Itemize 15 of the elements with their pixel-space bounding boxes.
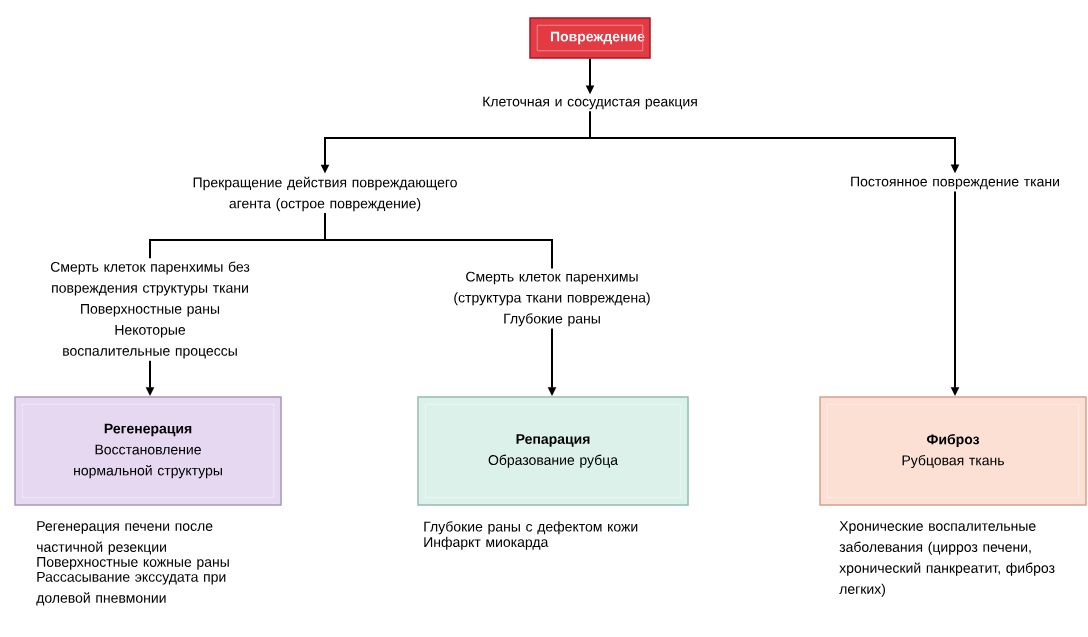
- outcome-box: Регенерация Восстановление нормальной структуры: [14, 396, 282, 506]
- note-text: Клеточная и сосудистая реакция: [483, 96, 697, 110]
- note-text: Постоянное повреждение ткани: [851, 176, 1059, 190]
- example-text: Поверхностные кожные раны: [37, 557, 229, 570]
- note-text: Смерть клеток паренхимы (структура ткани повреждена) Глубокие раны: [454, 271, 650, 327]
- example-text: Глубокие раны с дефектом кожи: [424, 521, 638, 535]
- example-text: Инфаркт миокарда: [424, 536, 549, 550]
- outcome-box: Фиброз Рубцовая ткань: [819, 396, 1087, 506]
- outcome-box: Репарация Образование рубца: [417, 396, 689, 506]
- example-text: Хронические воспалительные заболевания (цирроз печени, хронический панкреатит, фиброз легких): [839, 521, 1055, 597]
- note-text: Смерть клеток паренхимы без повреждения структуры ткани Поверхностные раны Некоторые воспалительные процессы: [50, 261, 250, 359]
- note-text: Прекращение действия повреждающего агента (острое повреждение): [193, 176, 457, 212]
- example-text: Рассасывание экссудата при долевой пневмонии: [36, 572, 226, 606]
- example-text: Регенерация печени после частичной резекции: [37, 521, 213, 555]
- injury-box: Повреждение: [529, 17, 651, 59]
